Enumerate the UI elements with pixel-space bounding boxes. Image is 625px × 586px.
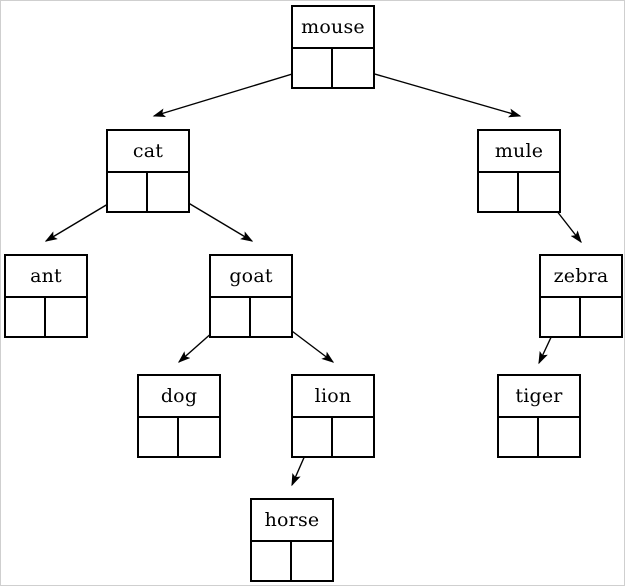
node-pointers-zebra	[541, 298, 621, 336]
node-right-pointer-dog[interactable]	[179, 418, 219, 456]
node-right-pointer-zebra[interactable]	[581, 298, 621, 336]
node-label-goat: goat	[211, 256, 291, 298]
node-label-mouse: mouse	[293, 7, 373, 49]
node-right-pointer-horse[interactable]	[292, 542, 332, 580]
tree-node-cat[interactable]: cat	[106, 129, 190, 213]
node-label-tiger: tiger	[499, 376, 579, 418]
node-left-pointer-dog[interactable]	[139, 418, 179, 456]
node-left-pointer-tiger[interactable]	[499, 418, 539, 456]
tree-node-dog[interactable]: dog	[137, 374, 221, 458]
edge-mouse-to-mule	[353, 67, 522, 118]
tree-node-lion[interactable]: lion	[291, 374, 375, 458]
node-pointers-tiger	[499, 418, 579, 456]
node-right-pointer-ant[interactable]	[46, 298, 86, 336]
node-left-pointer-mouse[interactable]	[293, 49, 333, 87]
node-left-pointer-lion[interactable]	[293, 418, 333, 456]
node-pointers-goat	[211, 298, 291, 336]
tree-node-tiger[interactable]: tiger	[497, 374, 581, 458]
node-label-horse: horse	[252, 500, 332, 542]
node-left-pointer-horse[interactable]	[252, 542, 292, 580]
node-right-pointer-lion[interactable]	[333, 418, 373, 456]
node-left-pointer-mule[interactable]	[479, 173, 519, 211]
tree-node-horse[interactable]: horse	[250, 498, 334, 582]
node-pointers-mouse	[293, 49, 373, 87]
node-pointers-mule	[479, 173, 559, 211]
node-pointers-cat	[108, 173, 188, 211]
node-right-pointer-mouse[interactable]	[333, 49, 373, 87]
node-right-pointer-goat[interactable]	[251, 298, 291, 336]
node-left-pointer-zebra[interactable]	[541, 298, 581, 336]
node-right-pointer-mule[interactable]	[519, 173, 559, 211]
node-pointers-lion	[293, 418, 373, 456]
node-left-pointer-cat[interactable]	[108, 173, 148, 211]
tree-node-mouse[interactable]: mouse	[291, 5, 375, 89]
node-label-zebra: zebra	[541, 256, 621, 298]
edge-mouse-to-cat	[152, 67, 313, 118]
node-left-pointer-ant[interactable]	[6, 298, 46, 336]
node-label-cat: cat	[108, 131, 188, 173]
node-label-ant: ant	[6, 256, 86, 298]
node-pointers-ant	[6, 298, 86, 336]
tree-node-ant[interactable]: ant	[4, 254, 88, 338]
node-label-lion: lion	[293, 376, 373, 418]
node-label-dog: dog	[139, 376, 219, 418]
node-pointers-horse	[252, 542, 332, 580]
tree-node-goat[interactable]: goat	[209, 254, 293, 338]
node-right-pointer-cat[interactable]	[148, 173, 188, 211]
tree-node-zebra[interactable]: zebra	[539, 254, 623, 338]
node-right-pointer-tiger[interactable]	[539, 418, 579, 456]
tree-node-mule[interactable]: mule	[477, 129, 561, 213]
node-pointers-dog	[139, 418, 219, 456]
node-label-mule: mule	[479, 131, 559, 173]
node-left-pointer-goat[interactable]	[211, 298, 251, 336]
